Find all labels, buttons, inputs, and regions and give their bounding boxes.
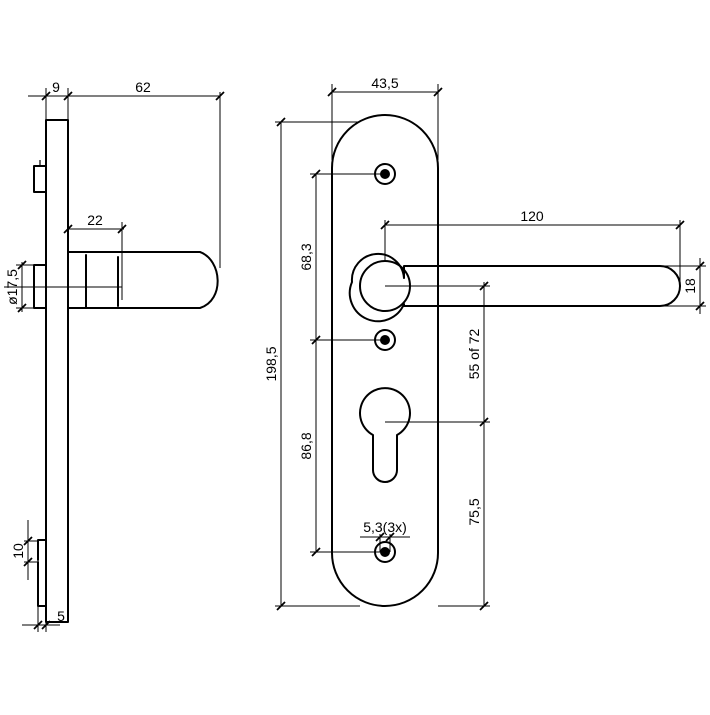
dim-tab-height: 10: [10, 543, 26, 559]
dim-plate-thickness: 9: [52, 79, 60, 95]
dim-plate-height: 198,5: [263, 346, 279, 381]
dim-centre-distance: 55 of 72: [466, 328, 482, 379]
dim-tick: [41, 91, 51, 101]
dim-handle-length: 120: [520, 208, 544, 224]
dim-tick: [276, 117, 286, 127]
dim-tick: [311, 547, 321, 557]
dim-tick: [385, 532, 395, 542]
dim-tick: [380, 220, 390, 230]
side-lower-tab: [37, 539, 47, 607]
dim-tick: [17, 303, 27, 313]
dim-tick: [41, 620, 51, 630]
dim-tab-depth: 5: [57, 608, 65, 624]
dim-tick: [479, 601, 489, 611]
dim-cylinder-to-bottom: 75,5: [466, 498, 482, 525]
dim-tick: [375, 532, 385, 542]
side-upper-tab: [33, 165, 47, 193]
dim-rose-width: 22: [87, 212, 103, 228]
dim-tick: [117, 224, 127, 234]
dim-upper-hole-distance: 68,3: [298, 243, 314, 270]
dim-tick: [311, 335, 321, 345]
side-view: 9 62 22 ø17,5 10 5: [4, 79, 225, 632]
side-back-plate: [45, 119, 69, 623]
cylinder-cutout: [359, 387, 411, 483]
dim-handle-thickness: 18: [682, 278, 698, 294]
dim-handle-projection: 62: [135, 79, 151, 95]
dim-tick: [17, 260, 27, 270]
dim-tick: [23, 536, 33, 546]
dim-tick: [695, 261, 705, 271]
dim-spindle-diameter: ø17,5: [4, 269, 20, 305]
dim-tick: [63, 224, 73, 234]
dim-tick: [63, 91, 73, 101]
dim-tick: [675, 220, 685, 230]
dim-screw-holes: 5,3(3x): [363, 519, 407, 535]
dim-tick: [215, 91, 225, 101]
dim-lower-hole-distance: 86,8: [298, 432, 314, 459]
dim-tick: [433, 87, 443, 97]
side-handle: [67, 251, 219, 309]
dim-tick: [33, 620, 43, 630]
front-view: 43,5 120 18 198,5 68,3 86,8: [263, 75, 706, 611]
dim-plate-width: 43,5: [371, 75, 398, 91]
dim-tick: [311, 169, 321, 179]
dim-tick: [23, 557, 33, 567]
dim-tick: [479, 281, 489, 291]
dim-tick: [695, 301, 705, 311]
dim-tick: [327, 87, 337, 97]
dim-tick: [276, 601, 286, 611]
front-handle: [348, 253, 681, 323]
dim-tick: [479, 417, 489, 427]
